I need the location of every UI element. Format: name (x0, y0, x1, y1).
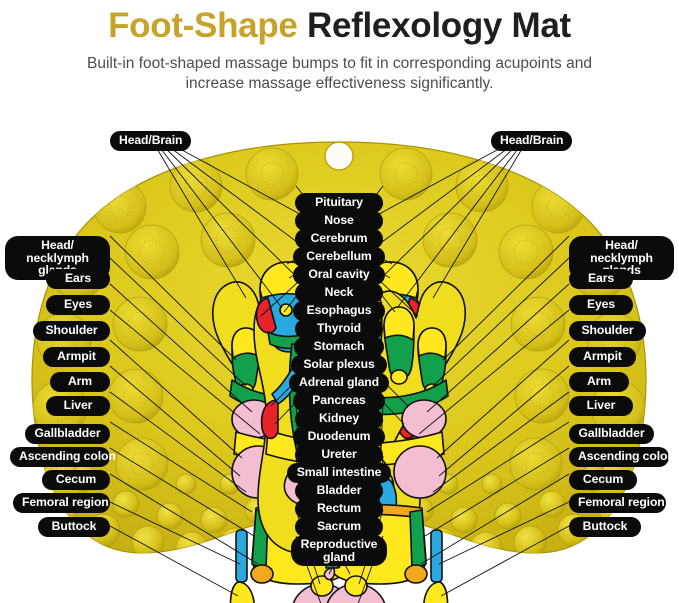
callout-left-ascending-colon[interactable]: Ascending colon (10, 447, 116, 467)
callout-right-eyes[interactable]: Eyes (569, 295, 633, 315)
callout-left-armpit[interactable]: Armpit (43, 347, 110, 367)
callout-center-nose[interactable]: Nose (295, 211, 383, 231)
callout-right-gallbladder[interactable]: Gallbladder (569, 424, 654, 444)
callout-center-cerebellum[interactable]: Cerebellum (293, 247, 385, 267)
callout-right-arm[interactable]: Arm (569, 372, 629, 392)
callout-right-femoral-region[interactable]: Femoral region (569, 493, 666, 513)
header: Foot-Shape Reflexology Mat Built-in foot… (0, 0, 679, 94)
callout-center-rectum[interactable]: Rectum (295, 499, 383, 519)
callout-center-pancreas[interactable]: Pancreas (293, 391, 385, 411)
callout-right-shoulder[interactable]: Shoulder (569, 321, 646, 341)
callout-center-neck[interactable]: Neck (295, 283, 383, 303)
callout-center-bladder[interactable]: Bladder (295, 481, 383, 501)
callout-center-esophagus[interactable]: Esophagus (293, 301, 385, 321)
callout-head-brain-left[interactable]: Head/Brain (110, 131, 192, 151)
callout-left-buttock[interactable]: Buttock (38, 517, 110, 537)
callout-left-femoral-region[interactable]: Femoral region (13, 493, 110, 513)
page-title: Foot-Shape Reflexology Mat (0, 0, 679, 48)
page-subtitle: Built-in foot-shaped massage bumps to fi… (87, 55, 592, 92)
callout-right-buttock[interactable]: Buttock (569, 517, 641, 537)
callout-right-ascending-colon[interactable]: Ascending colon (569, 447, 675, 467)
callout-center-cerebrum[interactable]: Cerebrum (295, 229, 383, 249)
callout-center-thyroid[interactable]: Thyroid (295, 319, 383, 339)
callout-center-kidney[interactable]: Kidney (295, 409, 383, 429)
callout-right-armpit[interactable]: Armpit (569, 347, 636, 367)
callout-center-sacrum[interactable]: Sacrum (295, 517, 383, 537)
callout-center-small-intestine[interactable]: Small intestine (287, 463, 391, 483)
callout-center-ureter[interactable]: Ureter (295, 445, 383, 465)
callout-center-solar-plexus[interactable]: Solar plexus (291, 355, 387, 375)
callout-center-pituitary[interactable]: Pituitary (295, 193, 383, 213)
callout-left-eyes[interactable]: Eyes (46, 295, 110, 315)
callout-head-brain-right[interactable]: Head/Brain (491, 131, 573, 151)
callout-right-ears[interactable]: Ears (569, 269, 633, 289)
callout-center-adrenal-gland[interactable]: Adrenal gland (289, 373, 389, 393)
callout-right-cecum[interactable]: Cecum (569, 470, 637, 490)
callout-left-shoulder[interactable]: Shoulder (33, 321, 110, 341)
callout-left-gallbladder[interactable]: Gallbladder (25, 424, 110, 444)
title-rest: Reflexology Mat (297, 6, 571, 45)
callout-left-arm[interactable]: Arm (50, 372, 110, 392)
hanging-hole (324, 141, 354, 171)
callout-center-stomach[interactable]: Stomach (294, 337, 384, 357)
callout-left-ears[interactable]: Ears (46, 269, 110, 289)
callout-left-liver[interactable]: Liver (46, 396, 110, 416)
callout-left-cecum[interactable]: Cecum (42, 470, 110, 490)
title-highlight: Foot-Shape (108, 6, 298, 45)
callout-right-liver[interactable]: Liver (569, 396, 633, 416)
callout-center-oral-cavity[interactable]: Oral cavity (293, 265, 385, 285)
callout-center-duodenum[interactable]: Duodenum (293, 427, 385, 447)
